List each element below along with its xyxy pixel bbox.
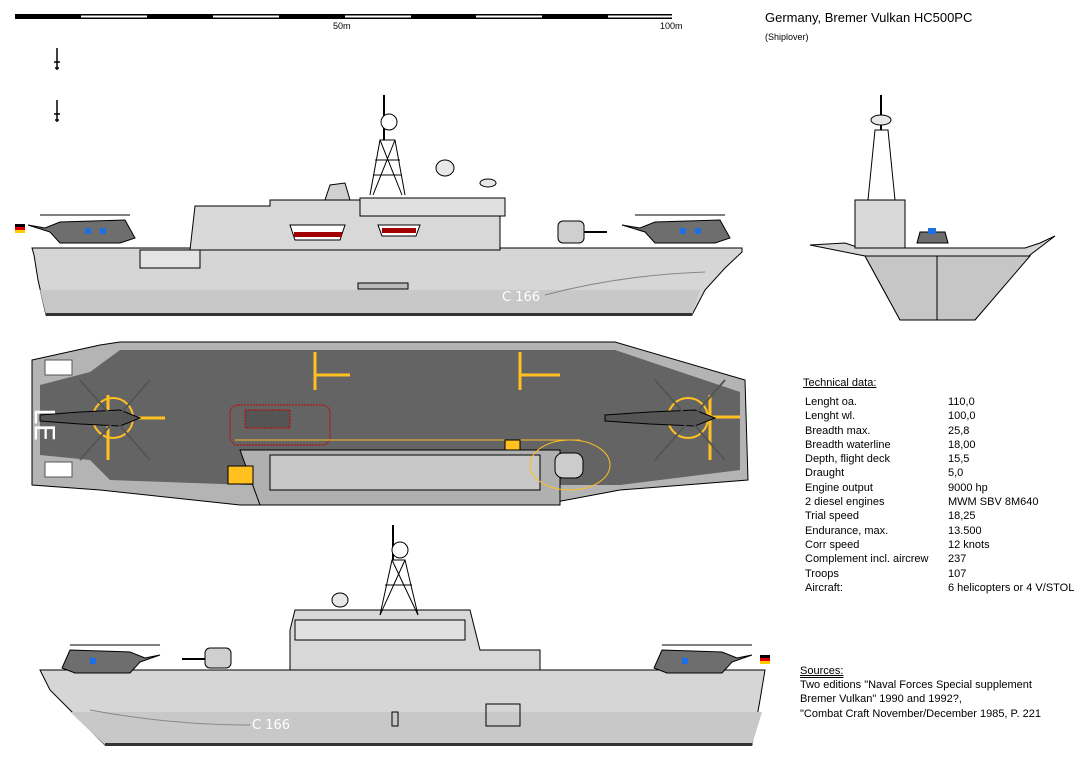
helicopter-icon (61, 644, 161, 674)
hull-number: C 166 (252, 718, 290, 733)
tech-data-row: Draught 5,0 (803, 466, 1074, 480)
tech-data-label: Engine output (805, 481, 873, 494)
tech-data-row: Breadth max. 25,8 (803, 424, 1074, 438)
flag-germany-icon (760, 655, 770, 664)
tech-data-label: 2 diesel engines (805, 496, 885, 509)
tech-data-row: Trial speed 18,25 (803, 509, 1074, 523)
flag-germany-icon (15, 224, 25, 233)
tech-data-value: 25,8 (948, 424, 970, 437)
tech-data-value: MWM SBV 8M640 (948, 496, 1039, 509)
source-line: Bremer Vulkan" 1990 and 1992?, (800, 693, 962, 706)
tech-data-label: Draught (805, 467, 845, 480)
tech-data-value: 9000 hp (948, 481, 988, 494)
helicopter-icon (653, 644, 753, 674)
tech-data-row: Engine output 9000 hp (803, 481, 1074, 495)
tech-data-value: 12 knots (948, 538, 990, 551)
source-line: Two editions "Naval Forces Special suppl… (800, 679, 1032, 692)
drawing-title: Germany, Bremer Vulkan HC500PC (765, 10, 973, 25)
tech-data-label: Depth, flight deck (805, 453, 890, 466)
plan-view-flight-deck: LE (28, 341, 749, 506)
tech-data-label: Lenght wl. (805, 410, 856, 423)
helicopter-icon (39, 379, 151, 461)
tech-data-value: 110,0 (948, 396, 975, 408)
bow-view (809, 95, 1056, 321)
tech-data-row: Endurance, max. 13.500 (803, 524, 1074, 538)
source-line: "Combat Craft November/December 1985, P.… (800, 707, 1041, 720)
scale-bar (15, 14, 672, 19)
tech-data-value: 18,00 (948, 438, 976, 451)
helicopter-icon (604, 379, 726, 461)
tech-data-row: Depth, flight deck 15,5 (803, 452, 1074, 466)
tech-data-row: Troops 107 (803, 567, 1074, 581)
sources-block: Sources: Two editions "Naval Forces Spec… (800, 664, 1041, 721)
tech-data-value: 15,5 (948, 453, 970, 466)
side-profile-port: C 166 (39, 525, 770, 746)
tech-data-value: 6 helicopters or 4 V/STOL (948, 581, 1075, 594)
tech-data-label: Complement incl. aircrew (805, 553, 929, 566)
tech-data-label: Breadth max. (805, 424, 871, 437)
scale-label-100m: 100m (660, 21, 683, 31)
tech-data-row: Lenght oa. 110,0 (803, 395, 1074, 409)
technical-data-heading: Technical data: (803, 377, 877, 389)
tech-data-value: 107 (948, 567, 967, 580)
tech-data-label: Trial speed (805, 510, 860, 523)
tech-data-row: Corr speed 12 knots (803, 538, 1074, 552)
tech-data-label: Troops (805, 567, 839, 580)
side-profile-starboard: C 166 (15, 95, 743, 316)
helicopter-icon (621, 214, 731, 244)
tech-data-label: Breadth waterline (805, 438, 891, 451)
missile-icon (54, 48, 60, 122)
tech-data-value: 13.500 (948, 524, 982, 537)
tech-data-label: Lenght oa. (805, 396, 857, 408)
tech-data-row: Complement incl. aircrew 237 (803, 552, 1074, 566)
hull-number: C 166 (502, 290, 540, 305)
tech-data-label: Endurance, max. (805, 524, 889, 537)
tech-data-value: 5,0 (948, 467, 964, 480)
tech-data-row: Breadth waterline 18,00 (803, 438, 1074, 452)
tech-data-value: 100,0 (948, 410, 976, 423)
tech-data-row: Lenght wl. 100,0 (803, 409, 1074, 423)
tech-data-value: 18,25 (948, 510, 976, 523)
tech-data-row: 2 diesel engines MWM SBV 8M640 (803, 495, 1074, 509)
drawing-author: (Shiplover) (765, 32, 809, 42)
scale-label-50m: 50m (333, 21, 351, 31)
tech-data-row: Aircraft: 6 helicopters or 4 V/STOL (803, 581, 1074, 595)
sources-heading: Sources: (800, 665, 844, 677)
tech-data-value: 237 (948, 553, 967, 566)
tech-data-label: Corr speed (805, 538, 860, 551)
helicopter-icon (27, 214, 136, 244)
tech-data-label: Aircraft: (805, 581, 843, 594)
deck-letters: LE (28, 408, 61, 441)
